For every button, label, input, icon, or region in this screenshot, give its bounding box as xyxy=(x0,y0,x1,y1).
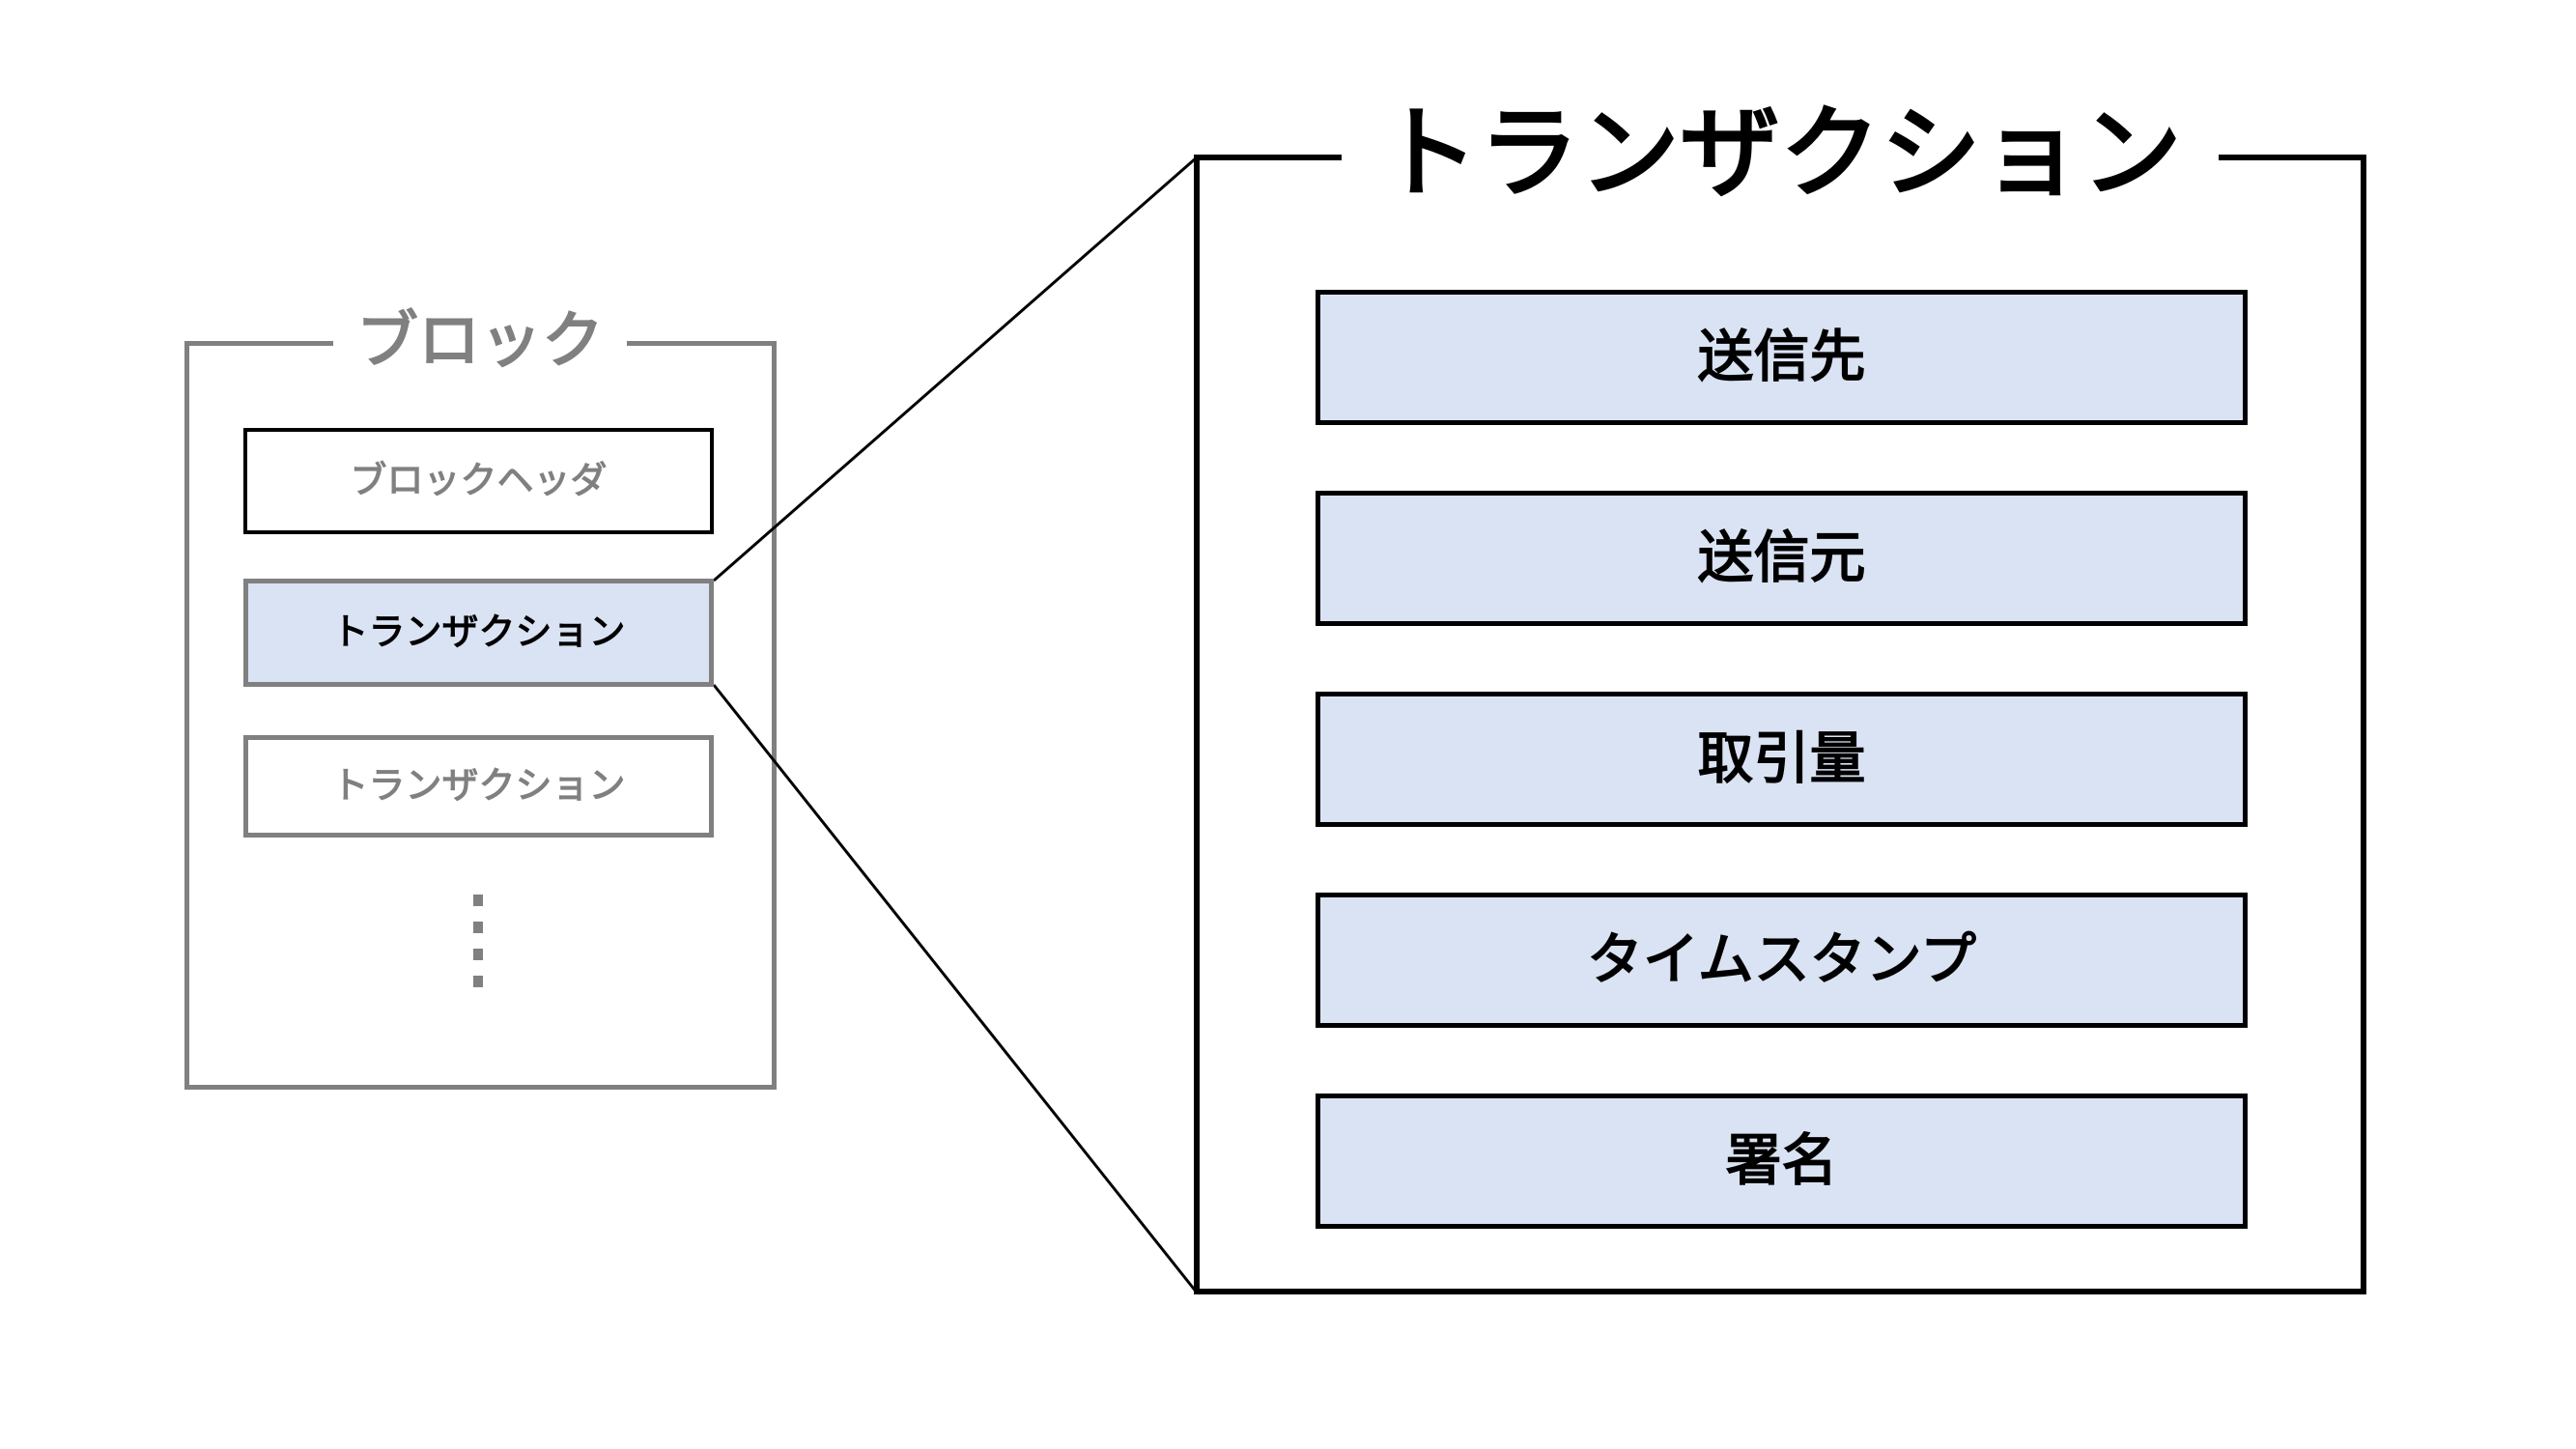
block-header-label: ブロックヘッダ xyxy=(350,461,608,501)
transaction-field-label: タイムスタンプ xyxy=(1586,928,1977,991)
block-panel-title: ブロック xyxy=(333,308,627,374)
transaction-field-label: 取引量 xyxy=(1697,727,1866,790)
transaction-field-label: 送信元 xyxy=(1697,526,1866,589)
transaction-field-destination: 送信先 xyxy=(1316,290,2248,425)
transaction-field-amount: 取引量 xyxy=(1316,692,2248,827)
transaction-field-label: 署名 xyxy=(1725,1129,1838,1192)
ellipsis-dot xyxy=(473,949,483,960)
block-header-box: ブロックヘッダ xyxy=(243,428,714,534)
zoom-connector-bottom-line xyxy=(712,684,1199,1293)
transaction-field-signature: 署名 xyxy=(1316,1094,2248,1229)
transaction-box-muted: トランザクション xyxy=(243,735,714,838)
transaction-field-timestamp: タイムスタンプ xyxy=(1316,893,2248,1028)
ellipsis-dot xyxy=(473,922,483,933)
transaction-muted-label: トランザクション xyxy=(331,766,626,807)
ellipsis-dot xyxy=(473,976,483,987)
transaction-field-label: 送信先 xyxy=(1697,326,1866,388)
ellipsis-dot xyxy=(473,895,483,906)
vertical-ellipsis-icon xyxy=(473,895,483,987)
transaction-panel-title: トランザクション xyxy=(1341,101,2220,208)
transaction-box-highlighted: トランザクション xyxy=(243,579,714,687)
zoom-connector-top-line xyxy=(713,156,1198,582)
transaction-highlighted-label: トランザクション xyxy=(331,612,626,653)
transaction-field-sender: 送信元 xyxy=(1316,491,2248,626)
